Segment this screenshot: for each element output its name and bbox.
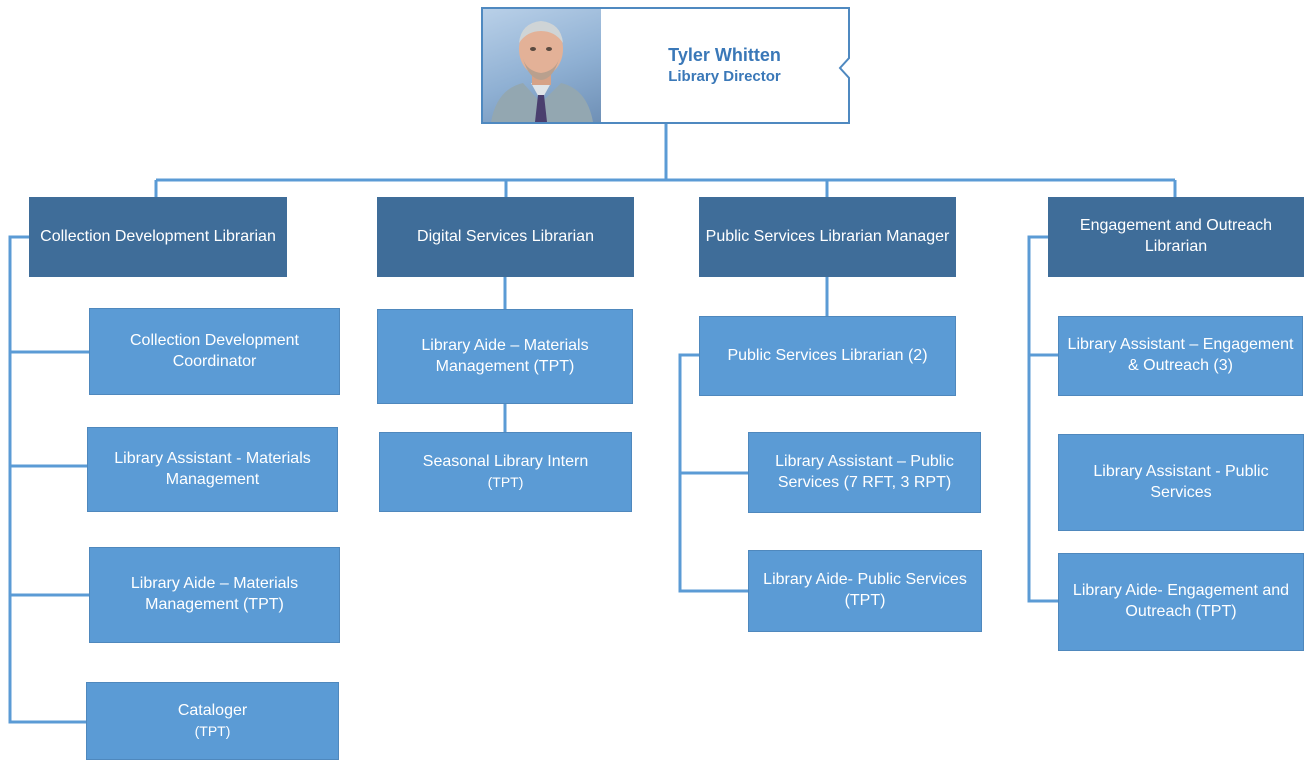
library-aide-public-services-box: Library Aide- Public Services (TPT) — [748, 550, 982, 632]
library-assistant-engagement-outreach-box: Library Assistant – Engagement & Outreac… — [1058, 316, 1303, 396]
library-assistant-public-services-box: Library Assistant – Public Services (7 R… — [748, 432, 981, 513]
staff-note: (TPT) — [194, 722, 231, 739]
staff-label: Library Aide – Materials Management (TPT… — [421, 336, 589, 375]
staff-label: Library Assistant - Materials Management — [114, 449, 311, 488]
library-assistant-materials-management-box: Library Assistant - Materials Management — [87, 427, 338, 512]
director-name: Tyler Whitten — [668, 45, 781, 66]
staff-label: Library Assistant – Engagement & Outreac… — [1067, 336, 1294, 374]
staff-label: Collection Development Coordinator — [130, 331, 299, 370]
staff-label: Library Aide- Public Services (TPT) — [763, 571, 967, 609]
library-aide-materials-management-box: Library Aide – Materials Management (TPT… — [89, 547, 340, 643]
seasonal-library-intern-box: Seasonal Library Intern (TPT) — [379, 432, 632, 512]
cataloger-box: Cataloger (TPT) — [86, 682, 339, 760]
library-aide-engagement-outreach-box: Library Aide- Engagement and Outreach (T… — [1058, 553, 1304, 651]
head-label: Collection Development Librarian — [40, 227, 276, 245]
person-portrait-icon — [491, 21, 593, 122]
staff-label: Library Assistant – Public Services (7 R… — [775, 452, 954, 491]
library-assistant-public-services-eo-box: Library Assistant - Public Services — [1058, 434, 1304, 531]
staff-label: Library Assistant - Public Services — [1093, 462, 1269, 501]
collapse-caret-icon[interactable] — [838, 57, 850, 79]
staff-label: Seasonal Library Intern — [422, 452, 589, 470]
director-title: Library Director — [668, 68, 781, 86]
staff-label: Public Services Librarian (2) — [727, 346, 928, 364]
public-services-librarian-manager-box: Public Services Librarian Manager — [699, 197, 956, 277]
staff-note: (TPT) — [487, 473, 524, 490]
staff-label: Library Aide- Engagement and Outreach (T… — [1072, 582, 1290, 620]
staff-label: Cataloger — [177, 701, 248, 719]
digital-library-aide-box: Library Aide – Materials Management (TPT… — [377, 309, 633, 404]
head-label: Engagement and Outreach Librarian — [1079, 217, 1273, 255]
engagement-outreach-librarian-box: Engagement and Outreach Librarian — [1048, 197, 1304, 277]
digital-services-librarian-box: Digital Services Librarian — [377, 197, 634, 277]
collection-development-coordinator-box: Collection Development Coordinator — [89, 308, 340, 395]
staff-label: Library Aide – Materials Management (TPT… — [130, 575, 299, 613]
collection-development-librarian-box: Collection Development Librarian — [29, 197, 287, 277]
public-services-librarian-box: Public Services Librarian (2) — [699, 316, 956, 396]
director-photo — [483, 9, 601, 122]
director-card: Tyler Whitten Library Director — [481, 7, 850, 124]
head-label: Digital Services Librarian — [417, 227, 594, 245]
head-label: Public Services Librarian Manager — [705, 227, 950, 245]
